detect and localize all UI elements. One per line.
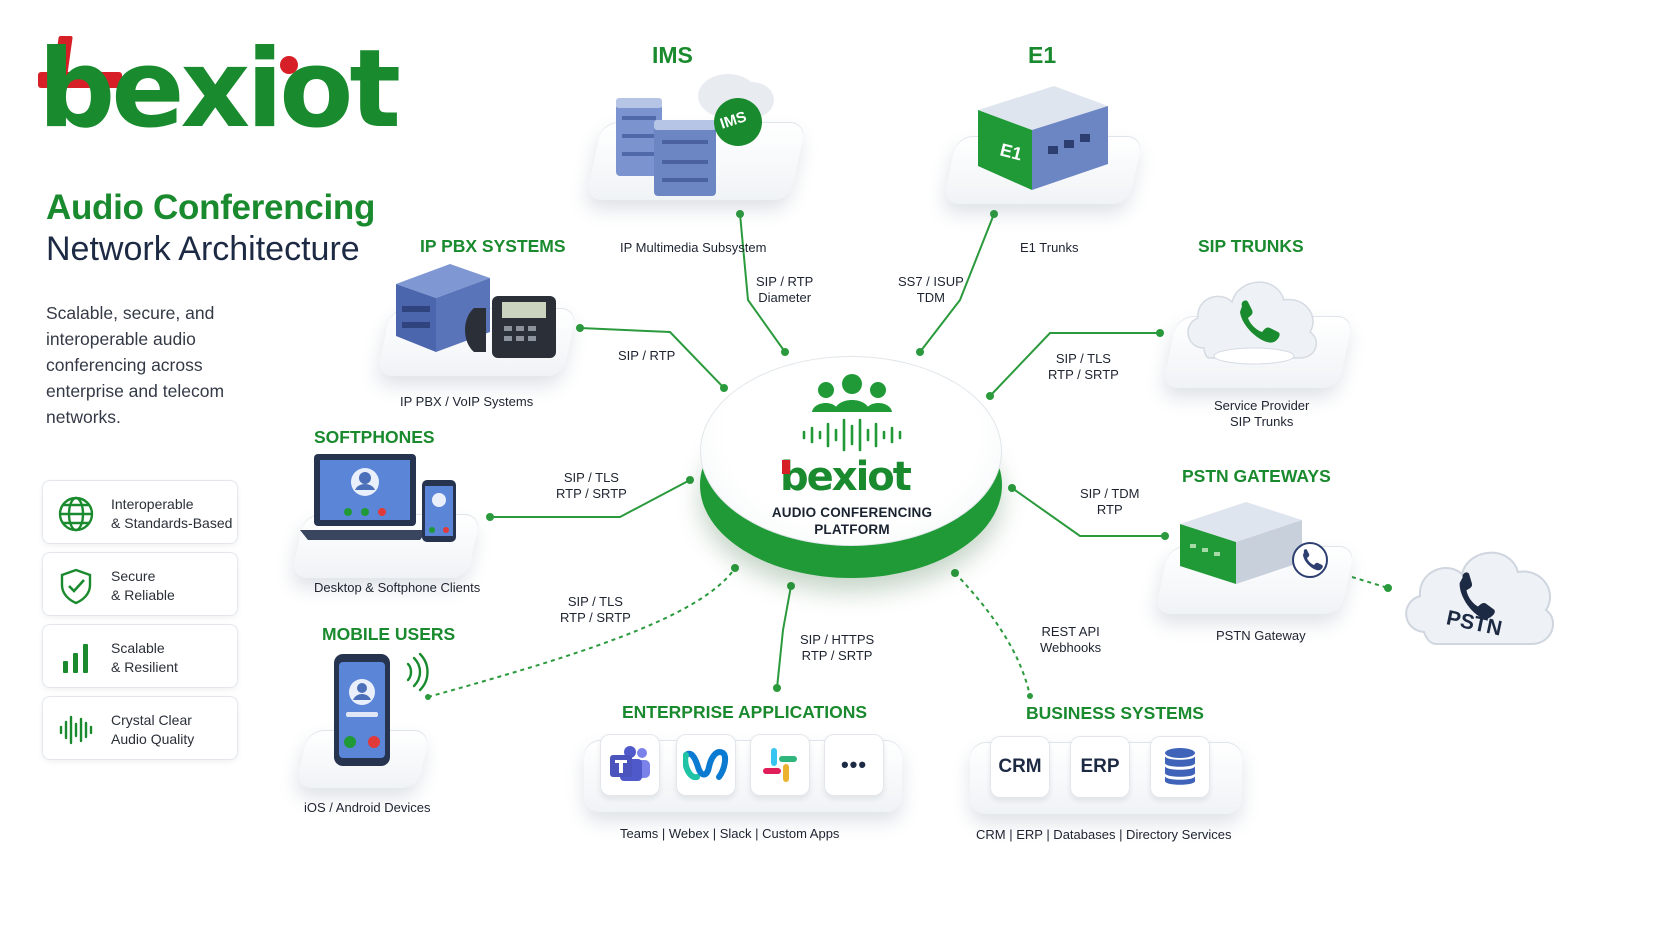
- erp-tile: ERP: [1070, 736, 1130, 798]
- custom-apps-tile: •••: [824, 734, 884, 796]
- webex-tile: [676, 734, 736, 796]
- enterprise-protocol: RTP / SRTP: [801, 648, 873, 663]
- e1-caption: E1 Trunks: [1020, 240, 1079, 255]
- feature-label: & Resilient: [111, 659, 178, 675]
- brand-logo: bexiot: [38, 30, 401, 150]
- feature-card-interoperable: Interoperable & Standards-Based: [42, 480, 238, 544]
- page-description: Scalable, secure, and interoperable audi…: [46, 303, 225, 427]
- line-pstngw: [1011, 487, 1165, 537]
- mobile-title: MOBILE USERS: [322, 624, 456, 644]
- crm-label: CRM: [998, 756, 1042, 777]
- ippbx-caption: IP PBX / VoIP Systems: [400, 394, 534, 409]
- ims-protocol: SIP / RTP: [756, 274, 814, 289]
- feature-label: Scalable: [111, 640, 165, 656]
- webex-icon: [683, 749, 729, 781]
- e1-protocol: SS7 / ISUP: [898, 274, 964, 289]
- ims-protocol: Diameter: [758, 290, 812, 305]
- mobile-protocol: SIP / TLS: [567, 594, 623, 609]
- softphones-title: SOFTPHONES: [314, 427, 435, 447]
- pstngw-title: PSTN GATEWAYS: [1182, 466, 1331, 486]
- feature-label: & Reliable: [111, 587, 175, 603]
- waveform-icon: [59, 715, 93, 745]
- slack-tile: [750, 734, 810, 796]
- pstngw-gateway-illustration: [1180, 502, 1328, 584]
- page-title: Audio Conferencing: [46, 188, 376, 227]
- slack-icon: [763, 748, 797, 782]
- business-protocol: REST API: [1041, 624, 1100, 639]
- mobile-protocol: RTP / SRTP: [560, 610, 631, 625]
- bar-chart-icon: [63, 644, 88, 673]
- softphones-protocol: SIP / TLS: [563, 470, 619, 485]
- pstn-cloud: [1405, 551, 1554, 645]
- ims-title: IMS: [652, 42, 693, 68]
- feature-card-secure: Secure & Reliable: [42, 552, 238, 616]
- feature-label: Secure: [111, 568, 156, 584]
- siptrunks-cloud-illustration: [1187, 281, 1318, 365]
- hub-logo-mark: [782, 460, 790, 474]
- database-icon: [1165, 748, 1195, 785]
- softphones-caption: Desktop & Softphone Clients: [314, 580, 481, 595]
- line-business: [954, 572, 1031, 697]
- feature-card-scalable: Scalable & Resilient: [42, 624, 238, 688]
- shield-check-icon: [60, 568, 92, 605]
- line-pstn: [1351, 576, 1389, 589]
- globe-icon: [58, 496, 94, 532]
- ippbx-server-phone-illustration: [396, 264, 556, 358]
- line-softphones: [490, 479, 691, 518]
- mobile-phone-illustration: [334, 652, 429, 766]
- siptrunks-title: SIP TRUNKS: [1198, 236, 1304, 256]
- more-icon: •••: [840, 752, 868, 777]
- teams-icon: [610, 746, 650, 781]
- hub-logo: bexiot: [780, 454, 912, 500]
- feature-label: Crystal Clear: [111, 712, 192, 728]
- hub-title: AUDIO CONFERENCING: [771, 505, 933, 520]
- erp-label: ERP: [1080, 756, 1120, 777]
- enterprise-protocol: SIP / HTTPS: [800, 632, 875, 647]
- siptrunks-protocol: SIP / TLS: [1055, 351, 1111, 366]
- users-group-icon: [802, 374, 902, 452]
- line-siptrunks: [989, 332, 1160, 397]
- feature-label: & Standards-Based: [111, 515, 233, 531]
- business-caption: CRM | ERP | Databases | Directory Servic…: [976, 827, 1232, 842]
- ippbx-protocol: SIP / RTP: [618, 348, 676, 363]
- ims-servers-illustration: [616, 74, 774, 196]
- line-e1: [919, 213, 995, 353]
- teams-tile: [600, 734, 660, 796]
- hub-title: PLATFORM: [814, 522, 890, 537]
- ims-caption: IP Multimedia Subsystem: [620, 240, 767, 255]
- feature-label: Interoperable: [111, 496, 194, 512]
- siptrunks-caption: SIP Trunks: [1230, 414, 1294, 429]
- feature-label: Audio Quality: [111, 731, 195, 747]
- page-subtitle: Network Architecture: [46, 230, 360, 268]
- line-enterprise: [776, 585, 792, 689]
- e1-appliance-illustration: [978, 86, 1108, 190]
- pstngw-protocol: RTP: [1096, 502, 1123, 517]
- enterprise-title: ENTERPRISE APPLICATIONS: [622, 702, 868, 722]
- enterprise-caption: Teams | Webex | Slack | Custom Apps: [620, 826, 840, 841]
- line-ims: [739, 213, 786, 353]
- business-title: BUSINESS SYSTEMS: [1026, 703, 1204, 723]
- siptrunks-protocol: RTP / SRTP: [1048, 367, 1119, 382]
- mobile-caption: iOS / Android Devices: [304, 800, 431, 815]
- line-ippbx: [579, 327, 725, 389]
- logo-dot: [280, 56, 298, 74]
- database-tile: [1150, 736, 1210, 798]
- crm-tile: CRM: [990, 736, 1050, 798]
- pstngw-protocol: SIP / TDM: [1080, 486, 1140, 501]
- softphones-laptop-phone-illustration: [300, 454, 456, 542]
- pstngw-caption: PSTN Gateway: [1216, 628, 1306, 643]
- business-protocol: Webhooks: [1040, 640, 1102, 655]
- e1-title: E1: [1028, 42, 1057, 68]
- e1-protocol: TDM: [916, 290, 945, 305]
- softphones-protocol: RTP / SRTP: [556, 486, 627, 501]
- logo-wordmark: bexiot: [38, 27, 401, 152]
- logo-mark-bar: [38, 72, 122, 88]
- siptrunks-caption: Service Provider: [1214, 398, 1310, 413]
- ippbx-title: IP PBX SYSTEMS: [420, 236, 566, 256]
